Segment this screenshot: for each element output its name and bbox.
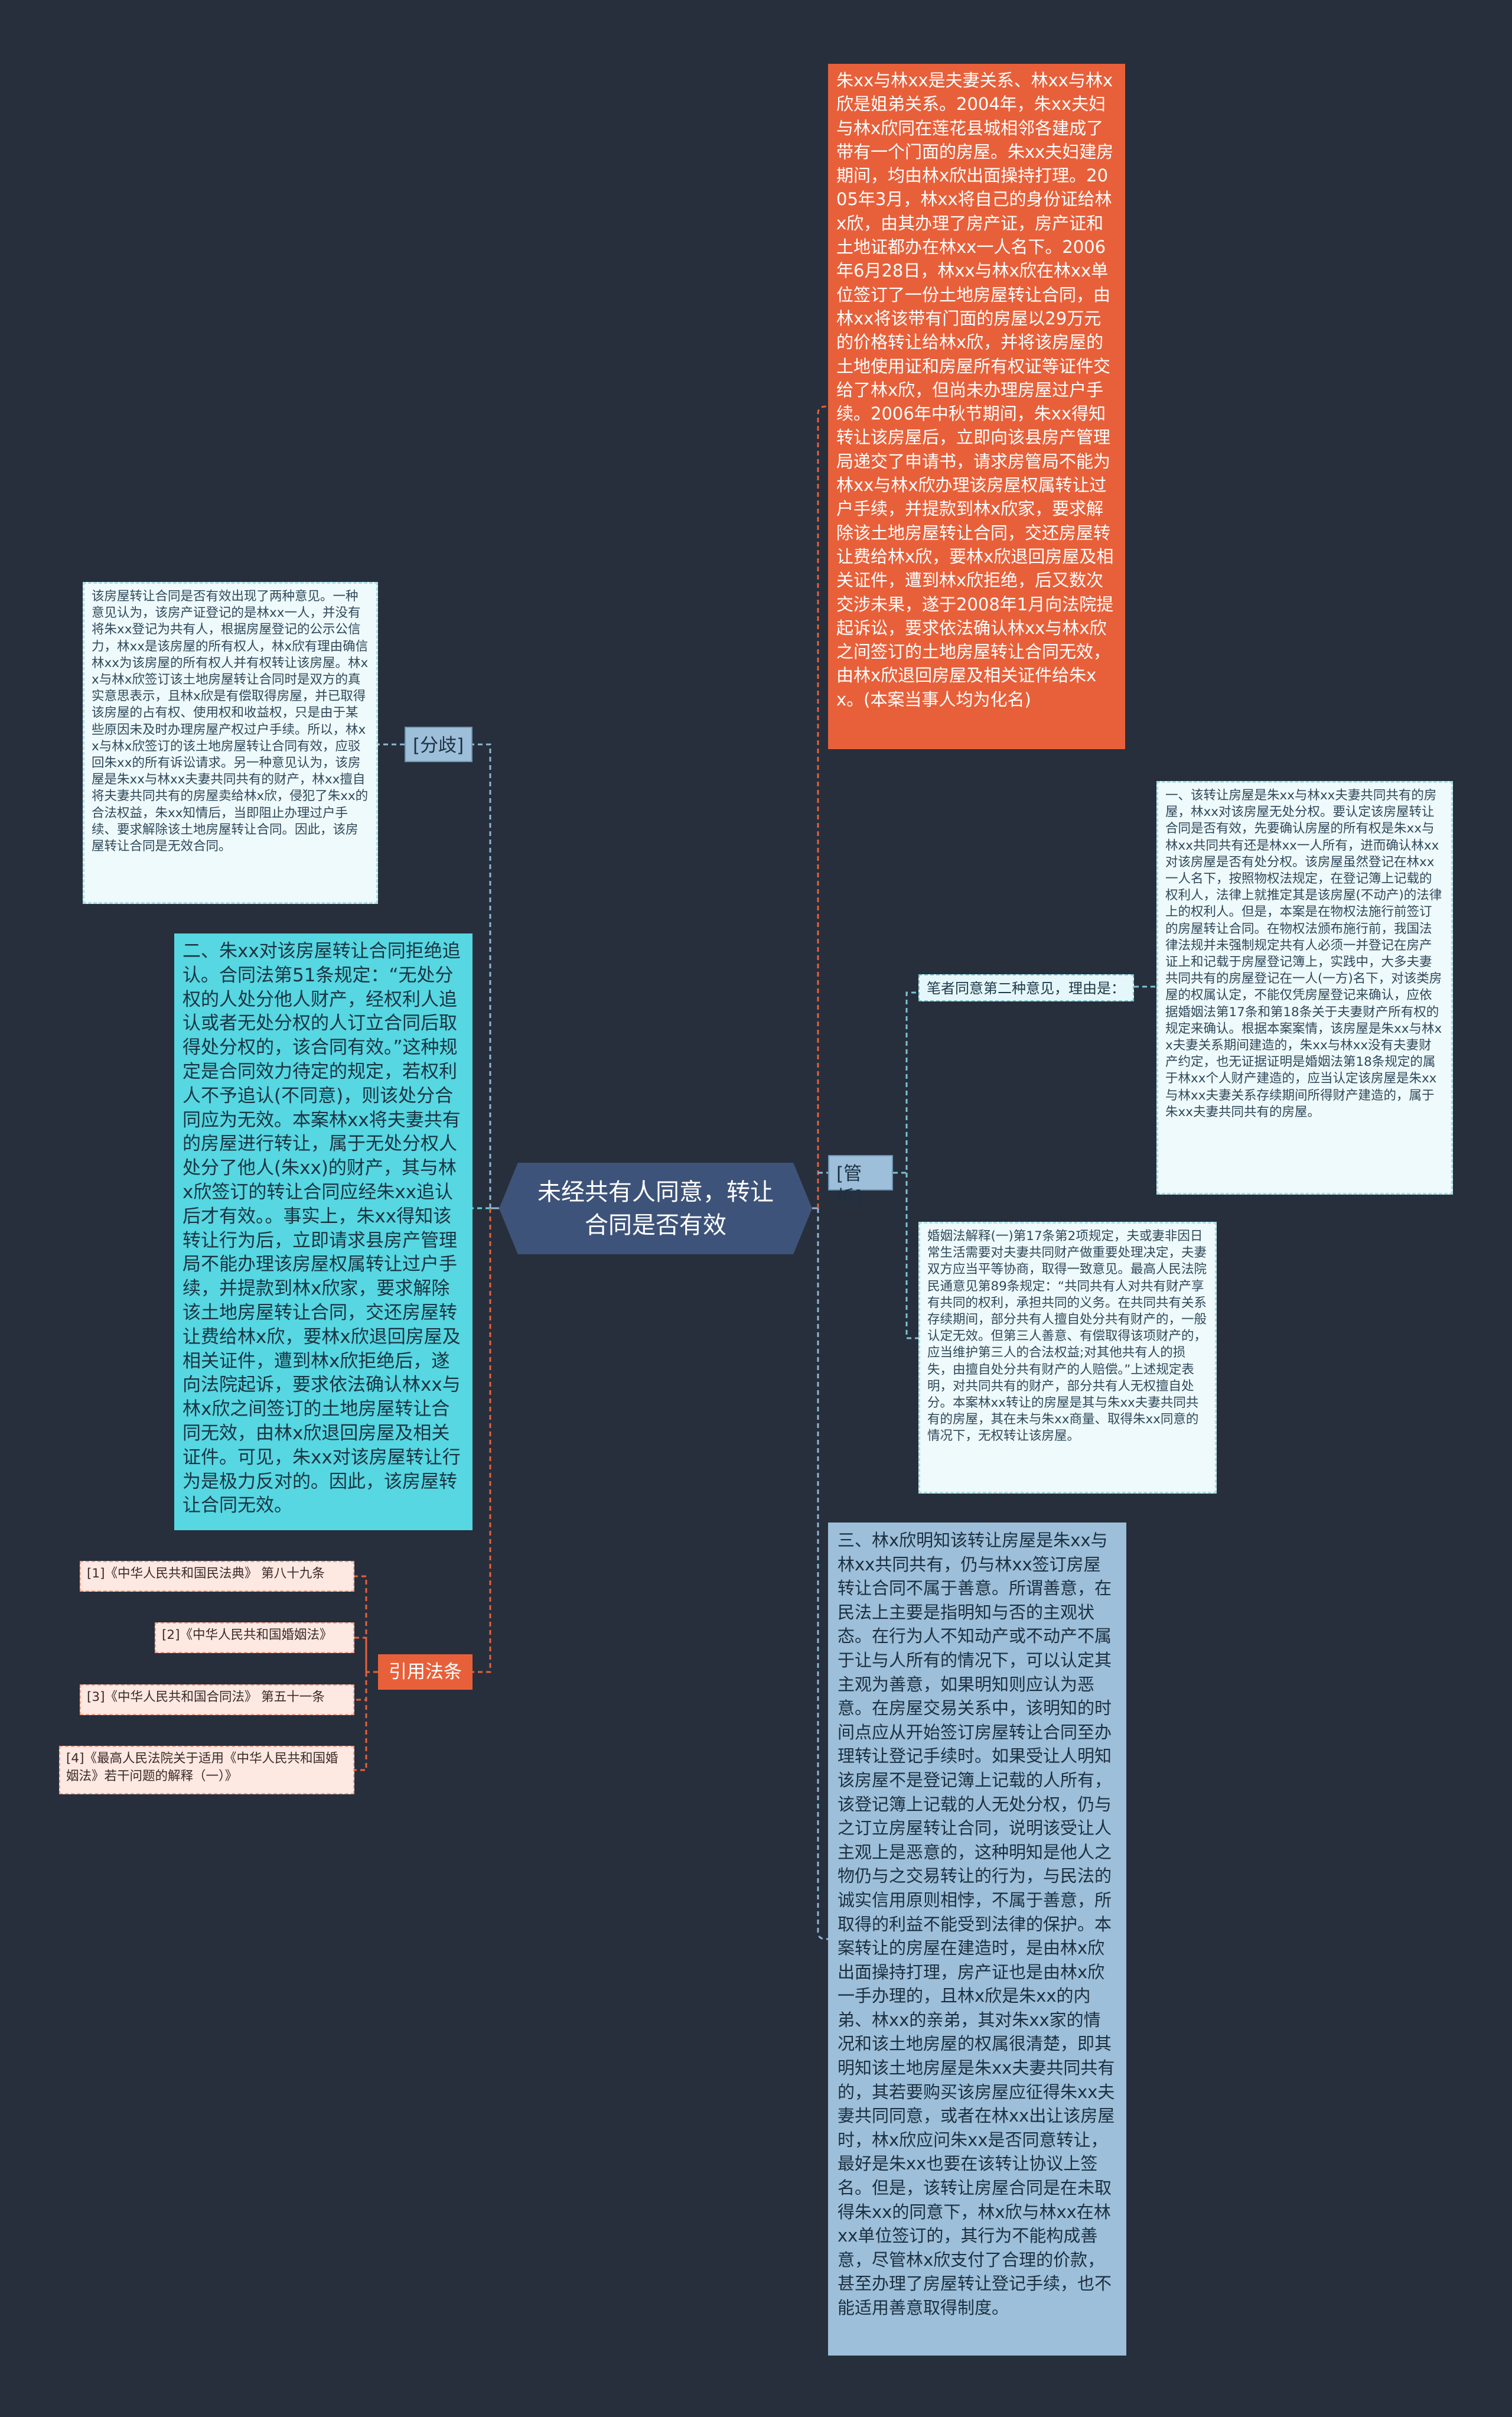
case-facts-card[interactable]: 朱xx与林xx是夫妻关系、林xx与林x欣是姐弟关系。2004年，朱xx夫妇与林x…	[828, 64, 1125, 749]
point-one-card[interactable]: 一、该转让房屋是朱xx与林xx夫妻共同共有的房屋，林xx对该房屋无处分权。要认定…	[1156, 781, 1453, 1195]
law-ref-item[interactable]: [3]《中华人民共和国合同法》 第五十一条	[80, 1684, 354, 1715]
dispute-branch-label[interactable]: [分歧]	[405, 727, 472, 762]
law-ref-item[interactable]: [4]《最高人民法院关于适用《中华人民共和国婚姻法》若干问题的解释（一）》	[59, 1746, 354, 1794]
marriage-law-card[interactable]: 婚姻法解释(一)第17条第2项规定，夫或妻非因日常生活需要对夫妻共同财产做重要处…	[918, 1222, 1217, 1494]
point-three-card[interactable]: 三、林x欣明知该转让房屋是朱xx与林xx共同共有，仍与林xx签订房屋转让合同不属…	[828, 1523, 1126, 2356]
dispute-text-card[interactable]: 该房屋转让合同是否有效出现了两种意见。一种意见认为，该房产证登记的是林xx一人，…	[83, 582, 378, 904]
root-topic[interactable]: 未经共有人同意，转让合同是否有效	[499, 1163, 812, 1254]
analysis-branch-label[interactable]: [管析]	[828, 1155, 893, 1208]
law-ref-item[interactable]: [2]《中华人民共和国婚姻法》	[155, 1622, 354, 1653]
point-two-card[interactable]: 二、朱xx对该房屋转让合同拒绝追认。合同法第51条规定：“无处分权的人处分他人财…	[174, 933, 472, 1530]
laws-branch-label[interactable]: 引用法条	[378, 1654, 472, 1690]
law-ref-item[interactable]: [1]《中华人民共和国民法典》 第八十九条	[80, 1561, 354, 1592]
author-opinion-label[interactable]: 笔者同意第二种意见，理由是：	[918, 974, 1134, 1001]
